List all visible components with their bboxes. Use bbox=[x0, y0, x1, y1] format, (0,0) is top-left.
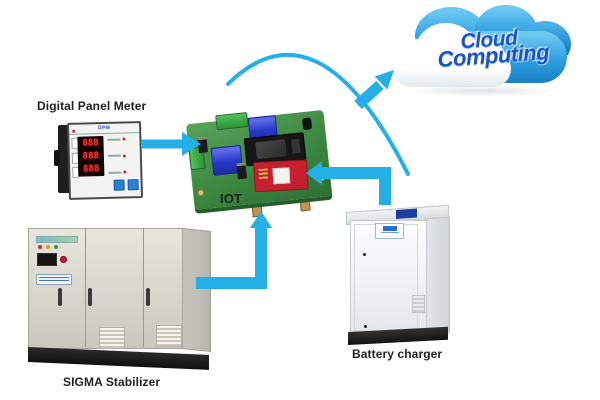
cloud-front-base bbox=[393, 51, 511, 87]
stabilizer-door-gap bbox=[143, 228, 144, 347]
charger-vent bbox=[412, 295, 425, 313]
meter-display-row: 888 bbox=[82, 164, 100, 175]
charger-lock-dot bbox=[363, 253, 366, 256]
device-digital-panel-meter: DPM 888 888 888 bbox=[54, 121, 143, 200]
stabilizer-label-strip bbox=[36, 236, 78, 243]
stabilizer-door-handle bbox=[146, 288, 150, 306]
stabilizer-base bbox=[28, 347, 209, 370]
stabilizer-vent bbox=[156, 325, 182, 347]
device-sigma-stabilizer bbox=[28, 222, 211, 374]
stabilizer-door-handle bbox=[58, 288, 62, 306]
meter-right-indicators bbox=[107, 137, 132, 174]
stabilizer-side-panel bbox=[182, 228, 211, 353]
meter-mount-clamp bbox=[54, 150, 60, 166]
iot-transistor bbox=[236, 162, 247, 180]
label-panel-meter: Digital Panel Meter bbox=[37, 99, 147, 113]
charger-blue-label bbox=[396, 208, 417, 219]
cloud-computing-logo: Cloud Computing bbox=[391, 5, 579, 97]
stabilizer-vent bbox=[99, 327, 125, 349]
cloud-logo-text: Cloud Computing bbox=[436, 25, 550, 72]
iot-capacitor bbox=[301, 117, 313, 131]
stabilizer-nameplate bbox=[36, 274, 72, 285]
meter-brand-text: DPM bbox=[69, 123, 140, 135]
meter-led bbox=[72, 129, 76, 133]
iot-sim-module bbox=[253, 159, 309, 193]
charger-door bbox=[354, 224, 418, 331]
stabilizer-door-handle bbox=[88, 288, 92, 306]
stabilizer-display bbox=[37, 253, 57, 266]
meter-seven-segment-display: 888 888 888 bbox=[77, 136, 105, 177]
meter-front-panel: DPM 888 888 888 bbox=[67, 121, 143, 200]
meter-left-labels bbox=[71, 137, 80, 178]
stabilizer-indicator-leds bbox=[38, 245, 58, 249]
label-iot: IOT bbox=[220, 191, 242, 206]
charger-side-panel bbox=[425, 216, 450, 334]
charger-lock-dot bbox=[364, 325, 367, 328]
meter-display-row: 888 bbox=[82, 137, 99, 149]
cloud-shadow bbox=[407, 85, 559, 97]
device-iot-board bbox=[185, 104, 333, 214]
charger-front-panel bbox=[350, 220, 427, 334]
iot-transistor bbox=[197, 136, 209, 154]
arrow-iot-to-cloud-shaft bbox=[354, 80, 384, 110]
stabilizer-red-button bbox=[60, 256, 67, 263]
charger-display bbox=[375, 223, 404, 239]
label-stabilizer: SIGMA Stabilizer bbox=[63, 375, 161, 389]
arrow-iot-to-cloud-head bbox=[374, 70, 394, 90]
label-charger: Battery charger bbox=[352, 347, 443, 361]
meter-display-row: 888 bbox=[82, 151, 100, 162]
meter-buttons bbox=[113, 179, 139, 191]
stabilizer-door-gap bbox=[85, 228, 86, 347]
device-battery-charger bbox=[346, 203, 452, 351]
